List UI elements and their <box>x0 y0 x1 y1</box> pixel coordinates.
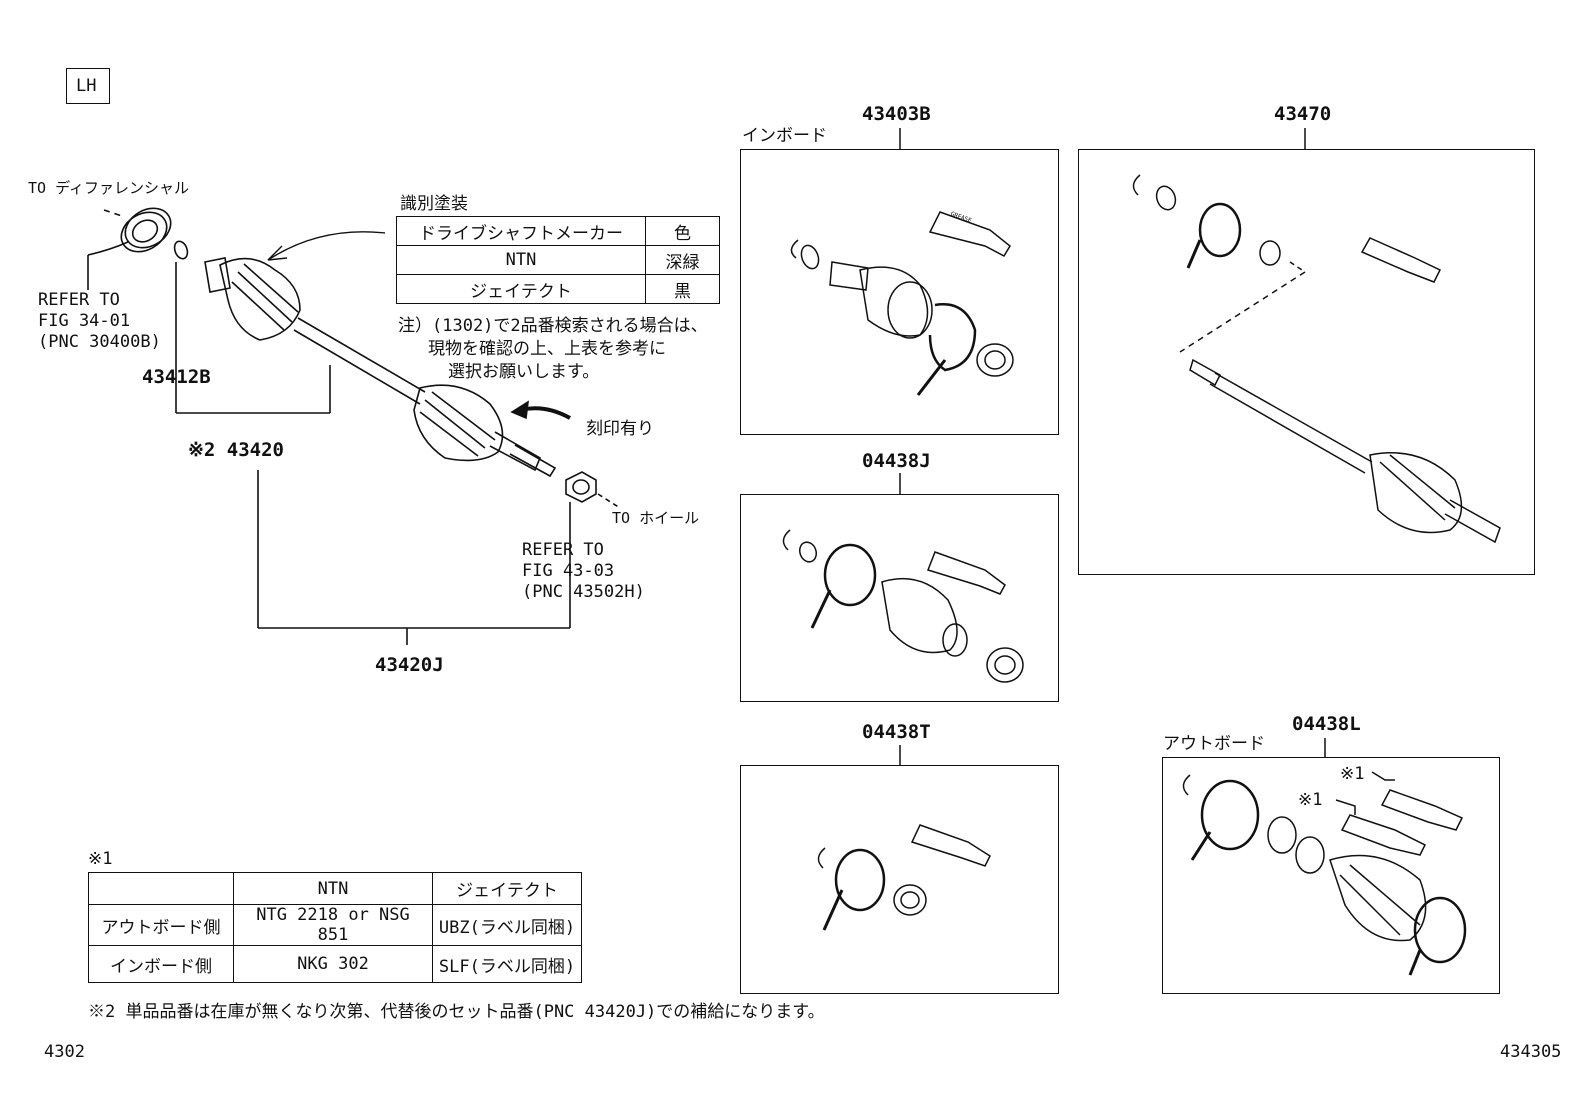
kit-04438j-box <box>740 494 1059 702</box>
id-paint-title: 識別塗装 <box>400 194 468 214</box>
lh-tag-label: LH <box>76 76 97 96</box>
kit-43470-box <box>1078 149 1535 575</box>
drive-shaft-icon <box>204 257 557 478</box>
kit-04438l-mark1: ※1 <box>1340 764 1365 784</box>
id-paint-note-line2: 現物を確認の上、上表を参考に <box>428 339 666 359</box>
to-wheel-label: TO ホイール <box>612 509 700 527</box>
to-differential-label: TO ディファレンシャル <box>28 179 190 197</box>
refer-fig-43-line3: (PNC 43502H) <box>522 582 645 602</box>
stamp-mark-label: 刻印有り <box>586 419 654 439</box>
grease-table: NTN ジェイテクト アウトボード側 NTG 2218 or NSG 851 U… <box>88 872 582 983</box>
kit-43403b-side: インボード <box>742 126 827 146</box>
grease-header-ntn: NTN <box>233 872 433 905</box>
boot-kit-t-parts-icon <box>817 824 991 931</box>
id-paint-color-ntn: 深緑 <box>645 245 720 275</box>
pnc-43412b-label: 43412B <box>142 366 211 388</box>
kit-43403b-box <box>740 149 1059 435</box>
grease-row-inboard-side: インボード側 <box>88 945 234 983</box>
outboard-kit-parts-icon <box>1182 771 1467 976</box>
grease-row-inboard-ntn: NKG 302 <box>233 945 433 983</box>
id-paint-maker-ntn: NTN <box>396 245 646 275</box>
grease-row-outboard-ntn: NTG 2218 or NSG 851 <box>233 904 433 946</box>
id-paint-maker-header: ドライブシャフトメーカー <box>396 216 646 246</box>
oil-seal-icon <box>120 207 172 253</box>
refer-fig-34-line2: FIG 34-01 <box>38 311 131 331</box>
driveshaft-assembly-parts-icon <box>1132 174 1501 544</box>
kit-04438l-mark2: ※1 <box>1298 790 1323 810</box>
refer-fig-34-line1: REFER TO <box>38 290 120 310</box>
grease-header-jtekt: ジェイテクト <box>432 872 582 905</box>
inboard-kit-parts-icon <box>790 211 1014 396</box>
boot-kit-j-parts-icon <box>782 529 1024 683</box>
grease-row-inboard-jtekt: SLF(ラベル同梱) <box>432 945 582 983</box>
kit-43470-pnc: 43470 <box>1274 103 1332 125</box>
id-paint-table: ドライブシャフトメーカー 色 NTN 深緑 ジェイテクト 黒 <box>396 216 720 304</box>
id-paint-maker-jtekt: ジェイテクト <box>396 274 646 304</box>
id-paint-note-line3: 選択お願いします。 <box>448 362 600 382</box>
figure-number-left: 4302 <box>44 1042 85 1062</box>
lh-tag <box>66 68 110 104</box>
refer-fig-43-line2: FIG 43-03 <box>522 561 615 581</box>
kit-43403b-pnc: 43403B <box>862 103 931 125</box>
kit-04438t-pnc: 04438T <box>862 721 931 743</box>
kit-04438j-pnc: 04438J <box>862 450 931 472</box>
kit-04438l-pnc: 04438L <box>1292 713 1361 735</box>
kit-04438l-box <box>1162 757 1500 994</box>
refer-fig-43-line1: REFER TO <box>522 540 604 560</box>
hub-nut-icon <box>565 471 597 503</box>
pnc-43420-label: ※2 43420 <box>188 439 284 461</box>
grease-table-mark: ※1 <box>88 849 113 869</box>
pnc-43420j-label: 43420J <box>375 654 444 676</box>
footnote-2: ※2 単品品番は在庫が無くなり次第、代替後のセット品番(PNC 43420J)で… <box>88 1002 825 1022</box>
figure-number-right: 434305 <box>1500 1042 1562 1062</box>
kit-04438t-box <box>740 765 1059 994</box>
grease-header-blank <box>88 872 234 905</box>
refer-fig-34-line3: (PNC 30400B) <box>38 332 161 352</box>
grease-row-outboard-jtekt: UBZ(ラベル同梱) <box>432 904 582 946</box>
kit-04438l-side: アウトボード <box>1163 734 1265 754</box>
id-paint-note-line1: 注）(1302)で2品番検索される場合は、 <box>398 316 708 336</box>
id-paint-color-header: 色 <box>645 216 720 246</box>
id-paint-color-jtekt: 黒 <box>645 274 720 304</box>
snap-ring-icon <box>173 240 189 260</box>
grease-row-outboard-side: アウトボード側 <box>88 904 234 946</box>
